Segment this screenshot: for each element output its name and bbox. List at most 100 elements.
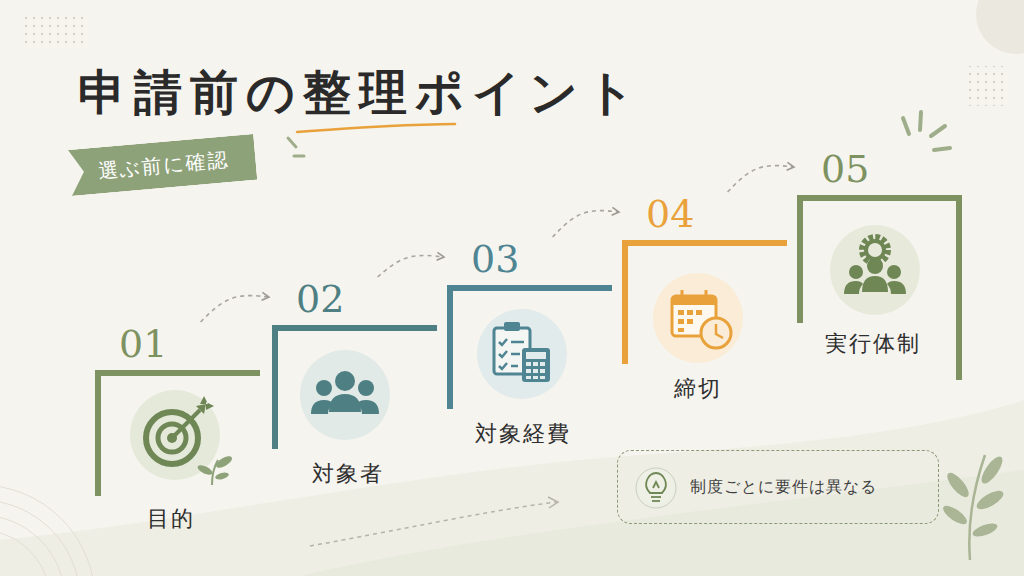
sparkle-marks-part-part [288,138,296,147]
calendar-clock-icon-part-part [678,328,684,332]
step-number: 02 [296,277,437,321]
gear-team-icon-part [844,281,863,294]
step-number: 03 [471,237,612,281]
clipboard-calculator-icon-part-part [499,363,507,369]
step-label: 対象者 [272,459,424,489]
clipboard-calculator-icon [494,322,550,382]
bulb-icon-part [652,500,660,502]
background-decor-part [966,66,1006,106]
gear-team-icon-part [867,258,883,274]
step-block: 04締切 [622,192,787,407]
sprout-icon [196,454,234,485]
title-text: 申請前の整理ポイント [78,60,643,124]
step-label: 対象経費 [447,419,599,449]
clipboard-calculator-icon-part-part [533,369,538,373]
people-icon-part [316,380,332,396]
background-decor-part-part [0,500,80,576]
clipboard-calculator-icon-part-part [511,365,518,368]
title-box: 申請前の整理ポイント [78,60,643,124]
people-icon-part [357,400,379,414]
sprout-icon-part [214,471,229,480]
background-decor-part [20,12,84,44]
calendar-clock-icon-part [672,296,716,305]
sparkle-marks-part [903,112,950,150]
step-block: 05実行体制 [797,147,962,362]
target-icon-part [196,404,206,414]
calendar-clock-icon-part-part [687,319,693,324]
clipboard-calculator-icon-part-part [526,362,531,366]
clipboard-calculator-icon-part [504,322,520,331]
target-icon-part [172,410,200,438]
flow-arrow [201,296,269,322]
people-icon-part [358,380,374,396]
leaf-plant-part [978,453,1006,486]
calendar-clock-icon-part-part [696,310,702,315]
leaf-plant-part [940,502,969,527]
gear-team-icon-part [887,281,906,294]
step-block: 02 対象者 [272,277,437,492]
background-decor-part-part [0,485,95,576]
calendar-clock-icon-part [681,290,684,300]
title-underline-layer [297,124,455,132]
gear-team-icon-part [866,241,884,259]
icon-circles-part [653,273,743,363]
bulb-icon [646,473,666,501]
sparkle-marks-part-part [931,126,945,136]
sprout-icon-part [196,463,213,476]
clipboard-calculator-icon-part-part [526,369,531,373]
clipboard-calculator-icon-part-part [533,362,538,366]
clipboard-calculator-icon-part-part [499,339,507,345]
calendar-clock-icon [672,290,731,348]
sparkle-marks-part-part [920,112,921,130]
note-text: 制度ごとに要件は異なる [690,475,924,499]
bulb-icon-part [646,473,666,493]
step-block: 03 対象経費 [447,237,612,452]
ribbon-tag: 選ぶ前に確認 [68,134,257,196]
step-bracket [797,195,962,323]
calendar-clock-icon-part [716,324,723,338]
target-icon [146,396,214,464]
step-block: 01目的 [95,322,260,537]
gear-team-icon [844,237,906,294]
clipboard-calculator-icon-part-part [533,376,538,379]
background-decor-part [0,485,95,576]
icon-circles-part [477,309,567,399]
calendar-clock-icon-part [678,310,702,332]
clipboard-calculator-icon-part-part [511,353,520,356]
clipboard-calculator-icon-part-part [511,341,524,344]
sparkle-marks-part-part [903,118,909,134]
people-icon [311,371,379,414]
note-box: 制度ごとに要件は異なる [617,450,939,524]
people-icon-part [329,394,361,412]
clipboard-calculator-icon-part [522,348,550,382]
calendar-clock-icon-part [705,290,708,300]
flow-arrow [553,211,619,237]
leaf-plant [940,453,1006,560]
step-bracket [447,285,612,409]
background-decor-part-part [0,530,50,576]
step-label: 締切 [622,374,774,404]
sprout-icon-part [214,454,234,470]
background-decor-part-part [0,515,65,576]
leaf-plant-part [944,470,972,501]
flow-arrow [378,256,444,278]
step-bracket [95,370,260,496]
sparkle-marks-part-part [294,155,304,158]
people-icon-part [311,400,333,414]
bottom-dashed-arrow [310,497,558,546]
step-bracket [622,240,787,364]
step-label: 実行体制 [797,329,949,359]
bulb-icon-part [653,482,659,488]
clipboard-calculator-icon-part [526,362,545,379]
icon-circles-part [636,468,676,508]
step-bracket [272,325,437,449]
sparkle-marks-part-part [934,148,950,150]
background-decor-part [976,0,1024,54]
gear-team-icon-part [887,265,901,279]
clipboard-calculator-icon-part-part [540,369,545,373]
clipboard-calculator-icon-part [499,339,524,369]
step-label: 目的 [95,504,247,534]
